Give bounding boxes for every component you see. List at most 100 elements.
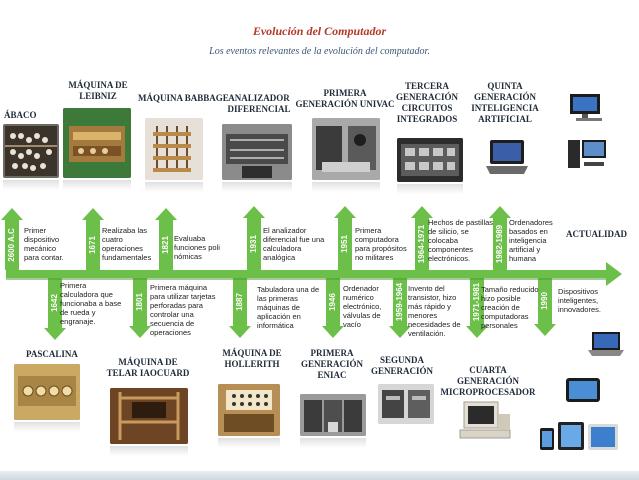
year-arrow-up-shaft — [415, 216, 429, 270]
page-subtitle: Los eventos relevantes de la evolución d… — [209, 46, 430, 57]
desc-pascalina: Primera calculadora que funcionaba a bas… — [60, 281, 122, 326]
year-arrow-down-head — [389, 326, 411, 338]
telar-image — [110, 388, 188, 444]
year-label-top: 1671 — [88, 236, 97, 254]
univac-image — [312, 118, 380, 180]
desc-eniac: Ordenador numérico electrónico, válvulas… — [343, 284, 382, 329]
pascalina-image — [14, 364, 80, 420]
babbage-image — [145, 118, 203, 180]
eniac-image — [300, 394, 366, 436]
desktop-image — [566, 92, 608, 122]
year-arrow-down-shaft — [393, 278, 407, 328]
pascalina-reflection — [14, 422, 80, 432]
desc-cuarta: Tamaño reducido hizo posible creación de… — [481, 285, 539, 330]
heading-cuarta: CUARTA GENERACIÓN MICROPROCESADOR — [440, 365, 536, 397]
year-arrow-down-shaft — [470, 278, 484, 328]
leibniz-image — [63, 108, 131, 178]
year-label-bottom: 1887 — [235, 293, 244, 311]
year-arrow-up-shaft — [5, 218, 19, 270]
heading-tercera: TERCERA GENERACIÓN CIRCUITOS INTEGRADOS — [395, 81, 458, 124]
heading-actualidad: ACTUALIDAD — [566, 229, 628, 239]
year-arrow-down-shaft — [538, 278, 552, 326]
year-arrow-up-head — [155, 208, 177, 220]
desc-univac: Primera computadora para propósitos no m… — [355, 226, 407, 262]
laptop-small-image — [586, 330, 626, 358]
year-label-top: 1951 — [340, 235, 349, 253]
timeline-axis-shadow — [6, 278, 606, 280]
year-arrow-up-head — [1, 208, 23, 220]
heading-pascalina: PASCALINA — [26, 349, 78, 359]
microprocesador-image — [458, 400, 512, 444]
heading-leibniz: MÁQUINA DE LEIBNIZ — [68, 80, 128, 101]
year-arrow-up-head — [411, 206, 433, 218]
year-arrow-down-head — [44, 328, 66, 340]
desc-actualidad: Dispositivos inteligentes, innovadores. — [558, 287, 601, 314]
year-arrow-up-shaft — [247, 216, 261, 270]
telar-reflection — [110, 446, 188, 456]
year-label-bottom: 1946 — [328, 293, 337, 311]
year-arrow-up-head — [243, 206, 265, 218]
year-arrow-down-head — [229, 326, 251, 338]
year-arrow-up-head — [489, 206, 511, 218]
heading-analizador: ANALIZADOR DIFERENCIAL — [227, 93, 291, 114]
babbage-reflection — [145, 182, 203, 192]
year-label-top: 1821 — [161, 236, 170, 254]
abaco-reflection — [3, 180, 59, 190]
desc-abaco: Primer dispositivo mecánico para contar. — [24, 226, 64, 262]
year-label-bottom: 1642 — [50, 294, 59, 312]
desc-hollerith: Tabuladora una de las primeras máquinas … — [257, 285, 320, 330]
desc-telar: Primera máquina para utilizar tarjetas p… — [150, 283, 216, 337]
abaco-image — [3, 124, 59, 178]
year-arrow-down-shaft — [326, 278, 340, 328]
year-label-bottom: 1971-1981 — [472, 282, 481, 321]
year-arrow-up-shaft — [86, 218, 100, 270]
desc-tercera: Hechos de pastillas de silicio, se coloc… — [428, 218, 494, 263]
year-arrow-up-shaft — [338, 216, 352, 270]
year-label-top: 1964-1971 — [417, 224, 426, 263]
desc-analizador: El analizador diferencial fue una calcul… — [263, 226, 325, 262]
year-arrow-down-head — [129, 326, 151, 338]
year-label-top: 1982-1989 — [495, 224, 504, 263]
laptop-image — [484, 134, 530, 180]
desc-leibniz: Realizaba las cuatro operaciones fundame… — [102, 226, 152, 262]
desc-segunda: Invento del transistor, hizo más rápido … — [408, 284, 461, 338]
year-arrow-up-head — [334, 206, 356, 218]
eniac-reflection — [300, 438, 366, 448]
page-title: Evolución del Computador — [252, 24, 387, 38]
timeline-axis-head — [606, 262, 622, 286]
footer-bar — [0, 471, 639, 480]
heading-segunda: SEGUNDA GENERACIÓN — [370, 355, 433, 376]
year-arrow-up-shaft — [159, 218, 173, 270]
univac-reflection — [312, 182, 380, 192]
timeline-axis — [6, 270, 606, 278]
heading-abaco: ÁBACO — [4, 110, 37, 120]
leibniz-reflection — [63, 180, 131, 190]
desc-babbage: Evaluaba funciones poli nómicas — [174, 234, 220, 261]
year-arrow-down-shaft — [48, 278, 62, 330]
heading-eniac: PRIMERA GENERACIÓN ENIAC — [300, 348, 363, 380]
heading-telar: MÁQUINA DE TELAR IAOCUARD — [106, 357, 190, 378]
year-arrow-down-shaft — [233, 278, 247, 328]
circuitos-reflection — [397, 184, 463, 194]
heading-quinta: QUINTA GENERACIÓN INTELIGENCIA ARTIFICIA… — [471, 81, 539, 124]
heading-hollerith: MÁQUINA DE HOLLERITH — [222, 348, 282, 369]
year-label-top: 2600 A.C — [7, 228, 16, 262]
year-arrow-down-head — [534, 324, 556, 336]
heading-univac: PRIMERA GENERACIÓN UNIVAC — [295, 88, 395, 109]
tablet-image — [562, 376, 604, 404]
circuitos-image — [397, 138, 463, 182]
year-arrow-down-shaft — [133, 278, 147, 328]
year-arrow-down-head — [466, 326, 488, 338]
pc-tower-image — [566, 136, 608, 172]
year-label-bottom: 1990 — [540, 292, 549, 310]
analizador-reflection — [222, 182, 292, 192]
heading-babbage: MÁQUINA BABBAGE — [138, 93, 229, 103]
devices-group-image — [538, 418, 620, 452]
hollerith-reflection — [218, 438, 280, 448]
year-label-bottom: 1801 — [135, 293, 144, 311]
year-label-bottom: 1959-1964 — [395, 282, 404, 321]
year-arrow-up-head — [82, 208, 104, 220]
year-arrow-up-shaft — [493, 216, 507, 270]
desc-quinta: Ordenadores basados en inteligencia arti… — [509, 218, 553, 263]
